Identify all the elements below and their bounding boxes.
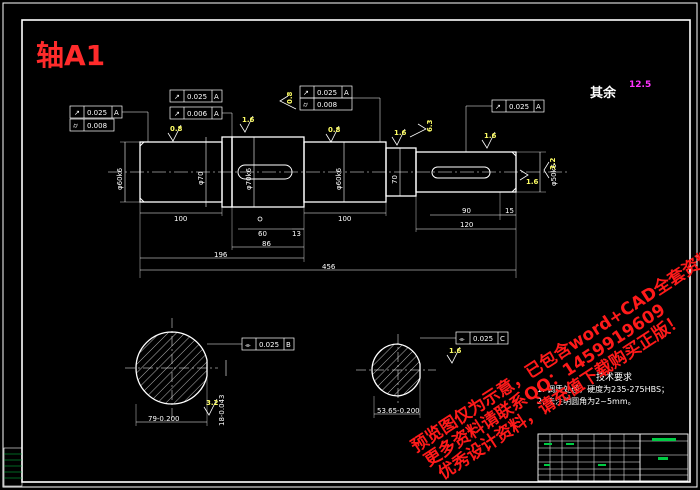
dim-len-100-left: 100 bbox=[174, 215, 187, 223]
svg-text:0.008: 0.008 bbox=[317, 101, 337, 109]
svg-text:1.6: 1.6 bbox=[394, 129, 407, 137]
svg-text:⌭: ⌭ bbox=[73, 122, 78, 130]
svg-text:0.025: 0.025 bbox=[259, 341, 279, 349]
dim-dia-left: φ60k6 bbox=[116, 167, 124, 190]
dim-len-13: 13 bbox=[292, 230, 301, 238]
fcf-5: ↗ 0.025 A bbox=[299, 85, 353, 99]
roughness-marks: 0.8 1.6 0.8 1.6 1.6 0.8 6.3 1.6 3.2 3.2 … bbox=[167, 91, 557, 416]
svg-text:↗: ↗ bbox=[174, 110, 180, 118]
drawing-title: 轴A1 bbox=[36, 39, 106, 72]
svg-text:↗: ↗ bbox=[174, 93, 180, 101]
dim-len-90: 90 bbox=[462, 207, 471, 215]
svg-text:0.8: 0.8 bbox=[286, 91, 294, 104]
svg-text:⌭: ⌭ bbox=[303, 101, 308, 109]
section-left: 79-0.200 18-0.043 ⌯ 0.025 B bbox=[125, 318, 295, 426]
diameter-dimensions: φ60k6 φ70 φ70k6 φ60k6 70 φ50k6 bbox=[116, 137, 558, 207]
svg-text:C: C bbox=[500, 335, 505, 343]
fcf-4: ↗ 0.006 A bbox=[169, 106, 223, 120]
svg-text:0.025: 0.025 bbox=[87, 109, 107, 117]
dim-len-196: 196 bbox=[214, 251, 228, 259]
svg-text:1.6: 1.6 bbox=[242, 116, 255, 124]
binding-strip bbox=[3, 447, 23, 487]
fcf-2: ⌭ 0.008 bbox=[69, 118, 115, 132]
svg-text:A: A bbox=[344, 89, 349, 97]
keyway-left bbox=[237, 164, 293, 180]
section-right: 53.65-0.200 ⌯ 0.025 C bbox=[356, 331, 509, 418]
dim-dia-bearing: φ60k6 bbox=[335, 167, 343, 190]
svg-text:0.025: 0.025 bbox=[509, 103, 529, 111]
keyway-right bbox=[431, 166, 491, 179]
dim-len-60: 60 bbox=[258, 230, 267, 238]
svg-text:1.6: 1.6 bbox=[449, 347, 462, 355]
svg-text:A: A bbox=[214, 110, 219, 118]
length-dimensions: 100 60 13 86 100 196 456 90 15 120 bbox=[139, 192, 517, 278]
title-block bbox=[537, 433, 689, 482]
fcf-9: ⌯ 0.025 C bbox=[455, 331, 509, 345]
tech-requirement-2: 2. 未注明圆角为2~5mm。 bbox=[537, 397, 636, 406]
dim-len-15: 15 bbox=[505, 207, 514, 215]
svg-text:1.6: 1.6 bbox=[526, 178, 539, 186]
svg-text:0.025: 0.025 bbox=[473, 335, 493, 343]
tolerance-frames: ↗ 0.025 A ⌭ 0.008 ↗ 0.025 A ↗ 0.006 A bbox=[69, 85, 545, 152]
svg-text:↗: ↗ bbox=[303, 89, 309, 97]
dim-dia-gear: φ70k6 bbox=[245, 167, 253, 190]
dim-dia-shoulder: 70 bbox=[391, 175, 399, 184]
fcf-8: ⌯ 0.025 B bbox=[241, 337, 295, 351]
inner-frame bbox=[21, 19, 691, 483]
dim-dia-collar: φ70 bbox=[197, 171, 205, 185]
dim-len-100-mid: 100 bbox=[338, 215, 351, 223]
svg-text:3.2: 3.2 bbox=[206, 399, 219, 407]
rest-roughness-value: 12.5 bbox=[629, 80, 652, 90]
svg-text:0.008: 0.008 bbox=[87, 122, 107, 130]
svg-text:3.2: 3.2 bbox=[549, 157, 557, 170]
dim-len-86: 86 bbox=[262, 240, 271, 248]
tech-requirements-title: 技术要求 bbox=[596, 373, 633, 383]
svg-text:B: B bbox=[286, 341, 291, 349]
svg-text:A: A bbox=[114, 109, 119, 117]
svg-text:A: A bbox=[214, 93, 219, 101]
svg-text:6.3: 6.3 bbox=[426, 119, 434, 132]
fcf-6: ⌭ 0.008 bbox=[299, 97, 353, 111]
fcf-1: ↗ 0.025 A bbox=[69, 105, 123, 119]
svg-text:0.006: 0.006 bbox=[187, 110, 208, 118]
svg-text:↗: ↗ bbox=[74, 109, 80, 117]
rest-roughness-label: 其余 bbox=[590, 86, 617, 101]
svg-text:0.025: 0.025 bbox=[187, 93, 207, 101]
fcf-7: ↗ 0.025 A bbox=[491, 99, 545, 113]
dim-len-120: 120 bbox=[460, 221, 473, 229]
svg-text:1.6: 1.6 bbox=[484, 132, 497, 140]
dim-dia-end: φ50k6 bbox=[550, 163, 558, 186]
svg-text:0.025: 0.025 bbox=[317, 89, 337, 97]
dim-key-right: 53.65-0.200 bbox=[377, 407, 420, 415]
dim-key-left-width: 18-0.043 bbox=[218, 395, 226, 426]
dim-len-456: 456 bbox=[322, 263, 336, 271]
svg-text:↗: ↗ bbox=[495, 103, 501, 111]
fcf-3: ↗ 0.025 A bbox=[169, 89, 223, 103]
svg-text:0.8: 0.8 bbox=[328, 126, 341, 134]
dim-key-left: 79-0.200 bbox=[148, 415, 179, 423]
svg-text:A: A bbox=[536, 103, 541, 111]
svg-text:⌯: ⌯ bbox=[459, 335, 465, 343]
svg-text:⌯: ⌯ bbox=[245, 341, 251, 349]
svg-text:0.8: 0.8 bbox=[170, 125, 183, 133]
tech-requirement-1: 1. 调质处理，硬度为235-275HBS； bbox=[537, 385, 670, 394]
